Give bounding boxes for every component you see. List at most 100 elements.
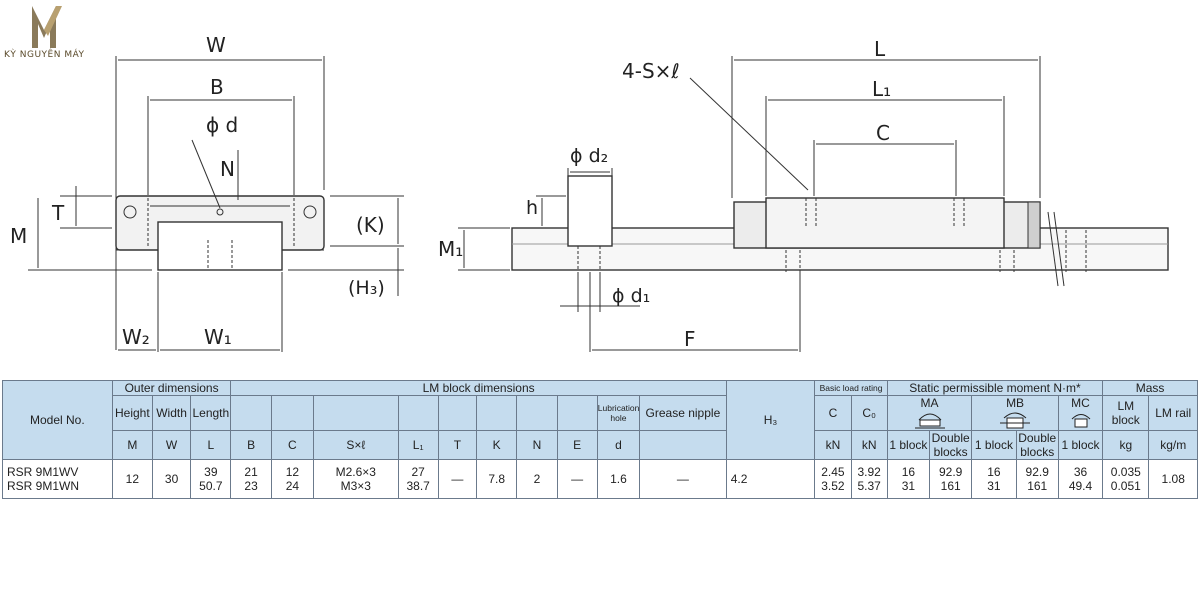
cell-T: —	[437, 459, 478, 499]
label-M: M	[10, 224, 27, 248]
label-4-sxl: 4-S×ℓ	[622, 59, 680, 83]
mc-1-block: 1 block	[1057, 430, 1104, 460]
spec-table: Model No. Outer dimensions LM block dime…	[2, 380, 1198, 499]
cell-C: 12 24	[270, 459, 315, 499]
lube-hole	[216, 208, 224, 216]
unit-L1: L₁	[397, 430, 439, 460]
label-W: W	[206, 33, 226, 57]
header-lm-rail: LM rail	[1148, 395, 1198, 431]
cell-L: 39 50.7	[190, 459, 232, 499]
label-L: L	[874, 37, 886, 61]
screw-right	[303, 205, 317, 219]
header-width: Width	[151, 395, 192, 431]
header-height: Height	[111, 395, 153, 431]
lm-rail-front	[157, 221, 283, 271]
screw-left	[123, 205, 137, 219]
header-grease-nipple: Grease nipple	[639, 395, 727, 431]
cell-E: —	[556, 459, 598, 499]
unit-E: E	[556, 430, 598, 460]
mb-double-blocks: Double blocks	[1015, 430, 1059, 460]
cell-c: 2.45 3.52	[814, 459, 852, 499]
unit-sxl: S×ℓ	[313, 430, 399, 460]
side-view	[458, 56, 1169, 352]
header-basic-load-rating: Basic load rating	[814, 380, 888, 396]
header-lm-block-dimensions: LM block dimensions	[230, 380, 727, 396]
header-length: Length	[190, 395, 232, 431]
label-phi-d1: ϕ d₁	[612, 285, 650, 307]
cell-c0: 3.92 5.37	[850, 459, 888, 499]
unit-kgm: kg/m	[1148, 430, 1198, 460]
logo-text: KỲ NGUYÊN MÁY	[4, 50, 85, 60]
cell-L1: 27 38.7	[397, 459, 439, 499]
unit-kN-c0: kN	[850, 430, 888, 460]
header-row-1: Model No. Outer dimensions LM block dime…	[2, 380, 1198, 460]
label-L1: L₁	[872, 77, 891, 101]
header-c0: C₀	[850, 395, 888, 431]
cell-kgm: 1.08	[1148, 459, 1198, 499]
unit-T: T	[437, 430, 478, 460]
header-lm-block: LM block	[1102, 395, 1150, 431]
label-N: N	[220, 157, 235, 181]
label-phi-d: ϕ d	[206, 113, 238, 137]
unit-L: L	[190, 430, 232, 460]
cell-ma2: 92.9 161	[929, 459, 973, 499]
header-lubrication-hole: Lubrication hole	[596, 395, 641, 431]
moment-c-icon	[1071, 414, 1090, 428]
label-W1: W₁	[204, 325, 232, 349]
unit-W: W	[151, 430, 192, 460]
unit-kN-c: kN	[814, 430, 852, 460]
header-h3: H₃	[725, 380, 816, 460]
cell-M: 12	[111, 459, 153, 499]
label-W2: W₂	[122, 325, 150, 349]
ma-double-blocks: Double blocks	[929, 430, 973, 460]
logo-mark	[32, 6, 56, 48]
cell-H3: 4.2	[725, 459, 816, 499]
cell-mb2: 92.9 161	[1015, 459, 1059, 499]
rail-bolt-head	[567, 175, 613, 247]
label-h: h	[526, 197, 538, 219]
header-mb: MB	[1006, 396, 1025, 410]
logo	[32, 6, 62, 48]
cell-kg: 0.035 0.051	[1102, 459, 1150, 499]
cell-d: 1.6	[596, 459, 641, 499]
cell-B: 21 23	[230, 459, 272, 499]
logo-mark-accent	[44, 6, 62, 36]
label-M1: M₁	[438, 237, 463, 261]
unit-M: M	[111, 430, 153, 460]
cell-sxl: M2.6×3 M3×3	[313, 459, 399, 499]
unit-d: d	[596, 430, 641, 460]
moment-a-icon	[914, 413, 945, 429]
header-static-moment: Static permissible moment N·m*	[886, 380, 1104, 396]
unit-C: C	[270, 430, 315, 460]
cell-K: 7.8	[476, 459, 518, 499]
label-B: B	[210, 75, 224, 99]
moment-b-icon	[1000, 412, 1031, 429]
cell-mc1: 36 49.4	[1057, 459, 1104, 499]
cell-model: RSR 9M1WV RSR 9M1WN	[2, 459, 113, 499]
label-T: T	[51, 201, 65, 225]
ma-1-block: 1 block	[886, 430, 931, 460]
label-H3: (H₃)	[348, 277, 385, 299]
table-row: RSR 9M1WV RSR 9M1WN 12 30 39 50.7 21 23 …	[2, 459, 1198, 499]
cell-N: 2	[516, 459, 558, 499]
unit-K: K	[476, 430, 518, 460]
header-mass: Mass	[1102, 380, 1198, 396]
label-phi-d2: ϕ d₂	[570, 145, 608, 167]
cell-ma1: 16 31	[886, 459, 931, 499]
unit-B: B	[230, 430, 272, 460]
cell-grease: —	[639, 459, 727, 499]
unit-kg: kg	[1102, 430, 1150, 460]
front-view	[28, 56, 404, 352]
unit-N: N	[516, 430, 558, 460]
technical-drawing: W B ϕ d N T M (K) (H₃) W₂ W₁	[10, 33, 1169, 352]
cell-mb1: 16 31	[971, 459, 1017, 499]
header-row-3: M W L B C S×ℓ L₁ T K N E d kN kN 1 block…	[3, 430, 1198, 460]
label-K: (K)	[356, 213, 385, 237]
label-F: F	[684, 327, 696, 351]
header-ma: MA	[920, 396, 939, 410]
mb-1-block: 1 block	[971, 430, 1017, 460]
cell-W: 30	[151, 459, 192, 499]
label-C: C	[876, 121, 890, 145]
header-outer-dimensions: Outer dimensions	[111, 380, 232, 396]
header-mc: MC	[1071, 396, 1090, 410]
